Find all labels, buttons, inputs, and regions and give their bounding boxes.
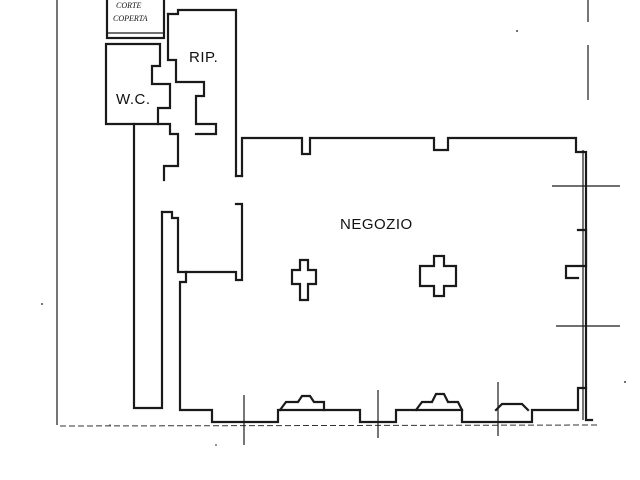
- corte-coperta-area: [105, 0, 166, 40]
- wc-label: W.C.: [116, 91, 151, 108]
- negozio-room: [240, 136, 588, 412]
- rip-label: RIP.: [189, 49, 218, 66]
- pillar-right: [418, 254, 458, 298]
- wc-room: [104, 42, 172, 126]
- reference-ticks: [243, 150, 620, 445]
- corte-label-line1: CORTE: [116, 1, 141, 10]
- scan-specks: [41, 30, 626, 446]
- pillar-left: [290, 258, 318, 302]
- ripostiglio-room: [166, 8, 238, 178]
- outer-boundary: [56, 0, 601, 427]
- corridor-walls: [132, 122, 594, 424]
- negozio-label: NEGOZIO: [340, 216, 413, 233]
- corte-label-line2: COPERTA: [113, 14, 148, 23]
